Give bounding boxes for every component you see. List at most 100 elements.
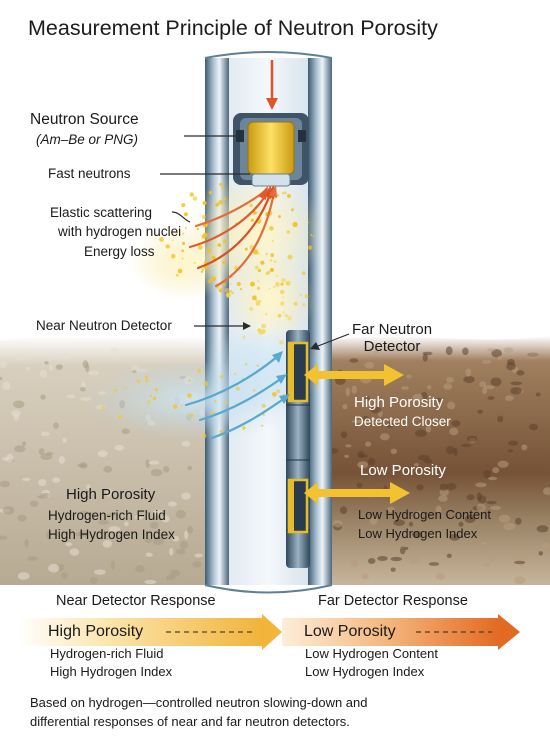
neutron-particle bbox=[277, 313, 282, 318]
neutron-particle bbox=[282, 311, 285, 314]
left-high-hydrogen-index: High Hydrogen Index bbox=[48, 527, 175, 542]
pebble bbox=[2, 506, 15, 515]
neutron-particle bbox=[223, 239, 227, 244]
pebble bbox=[21, 441, 27, 447]
neutron-source bbox=[233, 113, 309, 187]
far-bar-label: Low Porosity bbox=[304, 623, 396, 640]
pebble bbox=[362, 415, 369, 421]
pebble bbox=[510, 381, 523, 386]
neutron-particle bbox=[231, 291, 234, 295]
pebble bbox=[340, 431, 348, 439]
pebble bbox=[69, 548, 80, 556]
neutron-particle bbox=[276, 389, 281, 394]
neutron-particle bbox=[136, 379, 141, 384]
neutron-particle bbox=[176, 231, 178, 234]
near-detector-label: Near Neutron Detector bbox=[36, 318, 172, 333]
pebble bbox=[179, 540, 189, 550]
neutron-particle bbox=[268, 287, 271, 290]
neutron-particle bbox=[307, 245, 313, 250]
neutron-particle bbox=[215, 202, 220, 207]
neutron-particle bbox=[250, 218, 255, 222]
pebble bbox=[124, 521, 129, 527]
pebble bbox=[184, 530, 189, 540]
neutron-particle bbox=[177, 268, 183, 274]
pebble bbox=[357, 461, 369, 469]
pebble bbox=[422, 351, 433, 356]
pebble bbox=[390, 567, 396, 572]
pebble bbox=[490, 505, 502, 510]
pebble bbox=[361, 573, 369, 580]
neutron-source-label: Neutron Source bbox=[30, 111, 139, 128]
near-detector-response-title: Near Detector Response bbox=[56, 593, 216, 609]
neutron-particle bbox=[312, 235, 315, 237]
neutron-particle bbox=[181, 203, 186, 208]
neutron-particle bbox=[249, 203, 254, 208]
pebble bbox=[446, 482, 457, 491]
pebble bbox=[475, 482, 487, 488]
pebble bbox=[192, 561, 202, 568]
pebble bbox=[423, 458, 433, 464]
pebble bbox=[97, 450, 108, 457]
pebble bbox=[460, 443, 472, 447]
pebble bbox=[479, 381, 487, 388]
neutron-particle bbox=[207, 279, 212, 284]
thermal-neutron-arrows bbox=[184, 354, 287, 440]
pebble bbox=[333, 520, 343, 528]
neutron-particle bbox=[181, 232, 185, 235]
pebble bbox=[181, 492, 191, 500]
neutron-particle bbox=[249, 306, 254, 312]
pebble bbox=[510, 387, 522, 395]
pebble bbox=[408, 521, 414, 527]
pebble bbox=[111, 560, 116, 570]
formation-right bbox=[332, 336, 550, 585]
pebble bbox=[386, 421, 394, 428]
leader-lines bbox=[160, 135, 350, 350]
far-detector-response-title: Far Detector Response bbox=[318, 593, 468, 609]
neutron-particle bbox=[220, 186, 225, 190]
pebble bbox=[380, 433, 390, 441]
pebble bbox=[61, 572, 68, 580]
pebble bbox=[515, 517, 522, 525]
neutron-particle bbox=[146, 400, 151, 405]
pebble bbox=[21, 477, 31, 481]
right-high-porosity-label: High Porosity bbox=[354, 394, 444, 411]
pebble bbox=[491, 349, 503, 358]
pebble bbox=[438, 495, 448, 502]
neutron-particle bbox=[197, 245, 203, 250]
pebble bbox=[462, 347, 469, 356]
pebble bbox=[13, 413, 19, 422]
neutron-particle bbox=[257, 252, 260, 255]
pebble bbox=[373, 350, 380, 354]
pebble bbox=[66, 394, 76, 399]
pebble bbox=[401, 386, 409, 390]
neutron-particle bbox=[194, 262, 196, 264]
right-low-hydrogen-index: Low Hydrogen Index bbox=[358, 526, 478, 541]
neutron-particle bbox=[210, 276, 216, 282]
pebble bbox=[451, 420, 461, 427]
neutron-particle bbox=[255, 301, 261, 306]
pebble bbox=[466, 494, 475, 501]
pebble bbox=[114, 444, 125, 451]
neutron-particle bbox=[218, 199, 224, 205]
far-response-bar bbox=[282, 614, 520, 650]
neutron-particle bbox=[224, 401, 228, 405]
neutron-particle bbox=[269, 267, 274, 273]
neutron-particle bbox=[279, 340, 284, 345]
neutron-particle bbox=[223, 197, 227, 200]
neutron-particle bbox=[123, 386, 126, 389]
pebble bbox=[416, 484, 424, 491]
footnote-line1: Based on hydrogen—controlled neutron slo… bbox=[30, 695, 368, 710]
neutron-particle bbox=[184, 227, 187, 229]
pebble bbox=[11, 410, 21, 417]
neutron-particle bbox=[203, 232, 208, 238]
pebble bbox=[40, 453, 53, 461]
pebble bbox=[488, 552, 497, 562]
pebble bbox=[194, 553, 203, 558]
pebble bbox=[53, 422, 59, 430]
pebble bbox=[477, 409, 483, 414]
pebble bbox=[102, 539, 113, 548]
pebble bbox=[37, 495, 48, 499]
neutron-particle bbox=[202, 215, 206, 219]
pebble bbox=[497, 355, 503, 360]
